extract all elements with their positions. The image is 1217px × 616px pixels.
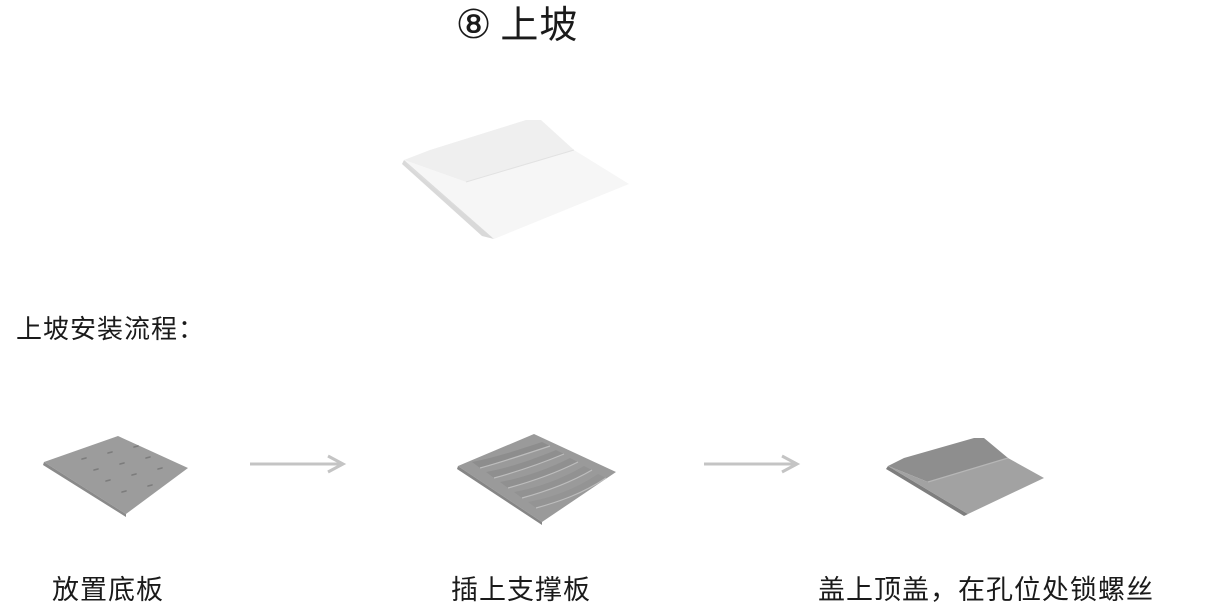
step-arrow-1	[250, 454, 347, 474]
support-boards	[472, 442, 607, 509]
base-plate-edge	[43, 462, 126, 517]
hero-ramp-left-bevel	[404, 160, 494, 239]
arrow-2-head	[781, 454, 801, 474]
hero-ramp-lower-slope	[404, 150, 629, 239]
top-cover-render	[886, 438, 1044, 516]
ramp-assembled-render	[402, 120, 629, 239]
top-cover-end-face	[886, 466, 968, 516]
step-3-caption: 盖上顶盖，在孔位处锁螺丝	[818, 575, 1154, 606]
step-arrow-2	[704, 454, 801, 474]
base-plate-holes	[81, 445, 163, 493]
hero-ramp-ridge-line	[465, 149, 575, 183]
base-plate-shape	[44, 436, 188, 514]
base-plate-render	[43, 436, 188, 517]
support-base-edge	[457, 466, 542, 525]
title-text: 上坡	[500, 3, 579, 47]
step-1-caption: 放置底板	[52, 575, 164, 606]
step-number-circled: ⑧	[455, 2, 493, 48]
arrow-1-head	[327, 454, 347, 474]
step-2-caption: 插上支撑板	[451, 575, 591, 606]
top-cover-upper-slope	[888, 438, 1008, 482]
support-boards-render	[457, 434, 616, 525]
top-cover-ridge-line	[927, 457, 1009, 483]
installation-process-heading: 上坡安装流程：	[16, 315, 206, 345]
top-cover-lower-slope	[888, 458, 1044, 514]
hero-ramp-upper-slope	[404, 120, 574, 182]
